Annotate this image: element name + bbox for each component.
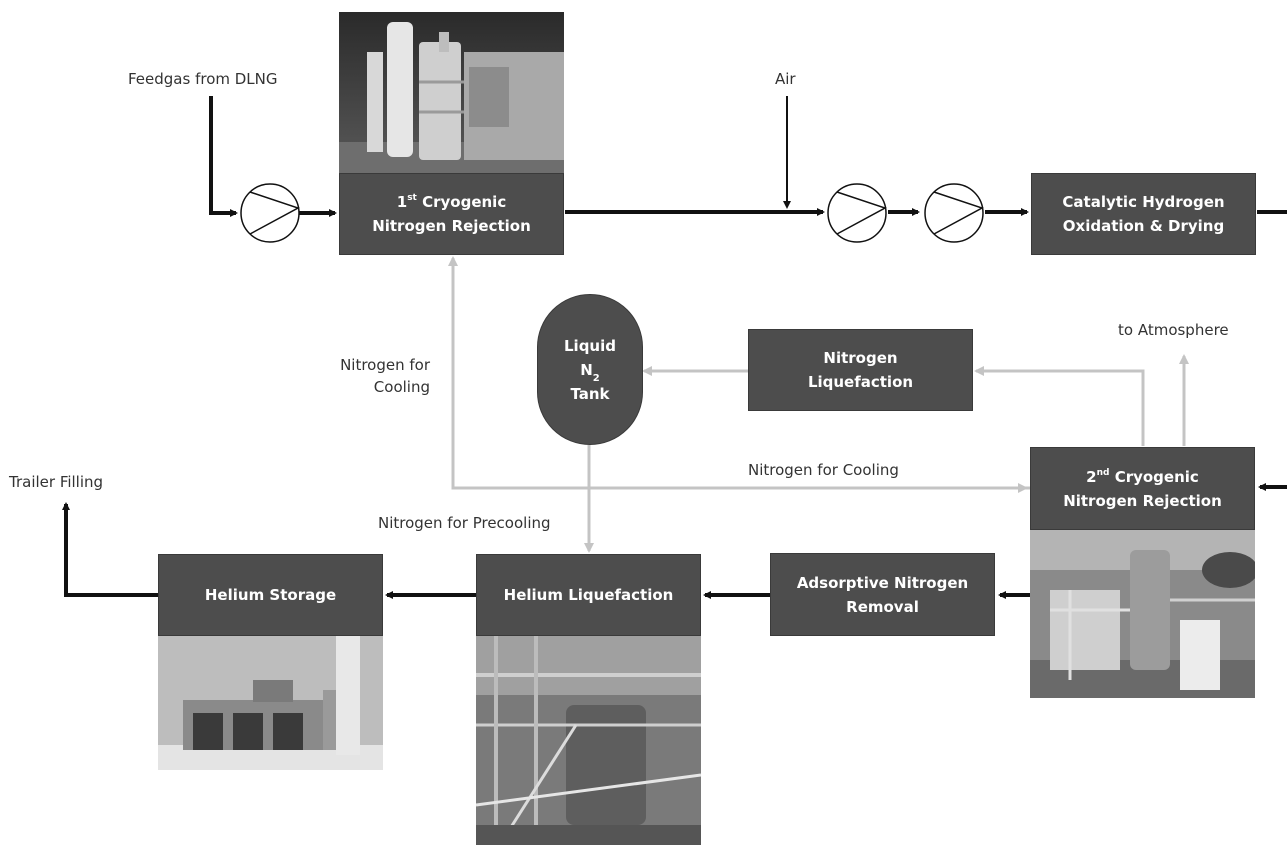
feedgas-label: Feedgas from DLNG: [128, 70, 278, 88]
nrj2-plant-photo: [1030, 530, 1255, 698]
helium-liquefaction-box: Helium Liquefaction: [476, 554, 701, 636]
catalytic-oxidation-box: Catalytic Hydrogen Oxidation & Drying: [1031, 173, 1256, 255]
n2-precooling-label: Nitrogen for Precooling: [378, 514, 551, 532]
air-label: Air: [775, 70, 796, 88]
main-flow: [62, 96, 1287, 599]
n2-cooling-mid-label: Nitrogen for Cooling: [748, 461, 899, 479]
liquid-n2-tank: Liquid N2 Tank: [537, 294, 643, 445]
nitrogen-liquefaction-box: Nitrogen Liquefaction: [748, 329, 973, 411]
adsorptive-removal-box: Adsorptive Nitrogen Removal: [770, 553, 995, 636]
trailer-line: [62, 502, 158, 597]
nrj1-box: 1st Cryogenic Nitrogen Rejection: [339, 173, 564, 255]
n2-cooling-loop: [448, 256, 1030, 490]
helium-storage-photo: [158, 635, 383, 770]
feedgas-line: [209, 96, 238, 217]
n2-cooling-left-label: Nitrogen for Cooling: [340, 356, 430, 396]
helium-liquefaction-photo: [476, 635, 701, 845]
nrj1-plant-photo: [339, 12, 564, 173]
nrj2-to-n2liq: [974, 366, 1145, 446]
trailer-filling-label: Trailer Filling: [9, 473, 104, 491]
compressor-2: [827, 183, 887, 243]
to-atmosphere-label: to Atmosphere: [1118, 321, 1229, 339]
nrj2-box: 2nd Cryogenic Nitrogen Rejection: [1030, 447, 1255, 530]
compressor-1: [240, 183, 300, 243]
helium-storage-box: Helium Storage: [158, 554, 383, 636]
compressor-3: [924, 183, 984, 243]
nitrogen-flow: [448, 256, 1189, 553]
